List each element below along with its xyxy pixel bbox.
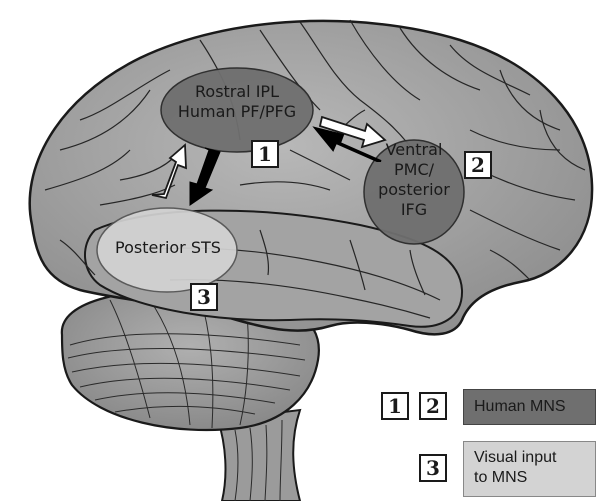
legend-mns-num2: 2 (419, 392, 447, 420)
sts-label-line1: Posterior STS (100, 238, 236, 258)
pmc-label-line1: Ventral (368, 140, 460, 160)
ipl-label: Rostral IPL Human PF/PFG (165, 82, 309, 121)
legend-mns-swatch: Human MNS (463, 389, 596, 425)
sts-number-box: 3 (190, 283, 218, 311)
pmc-label-line3: posterior (368, 180, 460, 200)
legend-mns-num1: 1 (381, 392, 409, 420)
legend-visual-label-line2: to MNS (474, 468, 595, 488)
pmc-number-box: 2 (464, 151, 492, 179)
legend-visual-swatch: Visual input to MNS (463, 441, 596, 497)
ipl-label-line1: Rostral IPL (165, 82, 309, 102)
ipl-number-box: 1 (251, 140, 279, 168)
legend-visual-label-line1: Visual input (474, 448, 595, 468)
legend-visual-num: 3 (419, 454, 447, 482)
ipl-label-line2: Human PF/PFG (165, 102, 309, 122)
pmc-label-line4: IFG (368, 200, 460, 220)
pmc-label-line2: PMC/ (368, 160, 460, 180)
legend-mns-label: Human MNS (474, 398, 566, 415)
sts-label: Posterior STS (100, 238, 236, 258)
pmc-label: Ventral PMC/ posterior IFG (368, 140, 460, 220)
